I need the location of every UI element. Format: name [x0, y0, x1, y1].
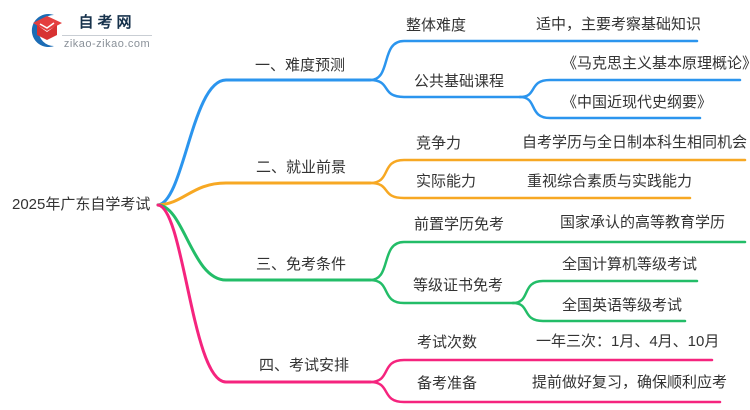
- connector-branch3-certificates: [368, 278, 515, 305]
- connector-public-courses-history: [518, 95, 702, 120]
- branch-4-label: 四、考试安排: [259, 357, 350, 374]
- leaf-comprehensive-quality: 重视综合素质与实践能力: [527, 173, 693, 190]
- root-node-label: 2025年广东自学考试: [12, 196, 151, 213]
- node-practical-ability: 实际能力: [416, 173, 477, 190]
- graduation-cap-icon: [31, 14, 62, 47]
- node-exam-preparation: 备考准备: [417, 375, 478, 392]
- connector-branch4-preparation: [368, 380, 722, 404]
- connector-root-to-branch-3: [156, 203, 372, 282]
- node-exam-frequency: 考试次数: [417, 334, 478, 351]
- branch-3-label: 三、免考条件: [256, 256, 347, 273]
- leaf-english-rank-exam: 全国英语等级考试: [562, 297, 683, 314]
- leaf-equal-opportunity: 自考学历与全日制本科生相同机会: [522, 134, 748, 151]
- leaf-difficulty-moderate: 适中，主要考察基础知识: [536, 16, 702, 33]
- connector-branch4-exam-times: [368, 358, 714, 384]
- leaf-modern-chinese-history: 《中国近现代史纲要》: [562, 94, 713, 111]
- connector-root-to-branch-1: [156, 78, 372, 207]
- logo-title: 自考网: [62, 11, 152, 36]
- leaf-review-in-advance: 提前做好复习，确保顺利应考: [532, 374, 728, 391]
- node-prior-degree-exemption: 前置学历免考: [414, 216, 505, 233]
- leaf-state-recognized-degree: 国家承认的高等教育学历: [560, 214, 726, 231]
- connector-root-to-branch-2: [156, 181, 372, 207]
- logo-domain: zikao-zikao.com: [63, 38, 151, 50]
- branch-1-label: 一、难度预测: [255, 57, 346, 74]
- logo-text-block: 自考网 zikao-zikao.com: [62, 11, 152, 50]
- node-certificate-exemption: 等级证书免考: [413, 277, 504, 294]
- connector-branch1-overall-difficulty: [368, 39, 699, 82]
- connector-branch2-practical-ability: [368, 181, 692, 200]
- connector-root-to-branch-4: [156, 203, 372, 384]
- node-public-basic-courses: 公共基础课程: [414, 73, 505, 90]
- leaf-marxism-principles: 《马克思主义基本原理概论》: [562, 55, 750, 72]
- connector-certificates-english: [511, 301, 687, 323]
- site-logo: 自考网 zikao-zikao.com: [28, 8, 158, 56]
- connector-certificates-computer: [511, 279, 699, 305]
- connector-branch2-competitiveness: [368, 158, 747, 185]
- node-competitiveness: 竞争力: [416, 135, 462, 152]
- node-overall-difficulty: 整体难度: [406, 17, 467, 34]
- connector-branch1-public-courses: [368, 78, 522, 99]
- leaf-three-times-a-year: 一年三次：1月、4月、10月: [536, 333, 720, 350]
- connector-branch3-prior-degree: [368, 240, 747, 282]
- branch-2-label: 二、就业前景: [256, 159, 347, 176]
- leaf-computer-rank-exam: 全国计算机等级考试: [562, 256, 698, 273]
